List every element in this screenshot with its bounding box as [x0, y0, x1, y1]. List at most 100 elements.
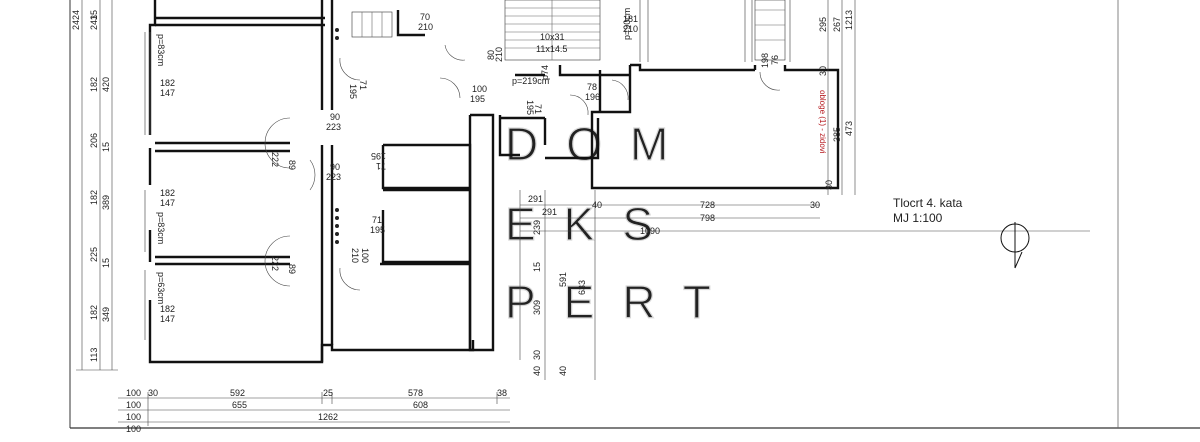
dim-left-2: 15 — [89, 10, 99, 20]
stair-step-label: 11x14.5 — [536, 44, 567, 54]
staircase — [351, 0, 786, 61]
bottom-dimension-lines — [118, 392, 510, 426]
door-width: 71 — [533, 104, 543, 114]
dim-middle: 309 — [532, 300, 542, 315]
dim-left-8: 389 — [101, 195, 111, 210]
door-width: 100 — [360, 248, 370, 263]
dim-left-13: 113 — [89, 348, 99, 362]
dim-left-5: 206 — [89, 133, 99, 148]
sill-label: p=219cm — [512, 76, 549, 86]
stair-step-label: 10x31 — [540, 32, 565, 42]
door-width: 78 — [587, 82, 597, 92]
dim-middle: 798 — [700, 213, 715, 223]
dim-bottom: 30 — [148, 388, 158, 398]
dim-left-10: 15 — [101, 258, 111, 268]
door-width: 71 — [372, 215, 382, 225]
dim-bottom: 1262 — [318, 412, 338, 422]
left-dimension-lines — [76, 0, 118, 371]
watermark-line-2: EKS — [505, 198, 681, 250]
dim-bottom: 655 — [232, 400, 247, 410]
dim-bottom: 38 — [497, 388, 507, 398]
plan-title: Tlocrt 4. kata — [893, 196, 963, 210]
dim-left-7: 182 — [89, 190, 99, 205]
dim-left-4: 182 — [89, 77, 99, 92]
door-width: 182 — [160, 304, 175, 314]
dim-right: 30 — [818, 66, 828, 76]
watermark-line-1: DOM — [505, 118, 696, 170]
middle-dimensions: 291 291 239 40 728 798 1090 30 15 591 63… — [528, 194, 820, 376]
dim-right: 385 — [832, 127, 842, 142]
dim-right: 30 — [824, 180, 834, 190]
dim-bottom: 100 — [126, 424, 141, 434]
dim-right: 1213 — [844, 10, 854, 30]
dim-bottom: 25 — [323, 388, 333, 398]
dim-middle: 633 — [577, 280, 587, 295]
dim-middle: 291 — [542, 207, 557, 217]
dim-left-total: 2424 — [71, 10, 81, 30]
dim-left-6: 15 — [101, 142, 111, 152]
dim-middle: 40 — [592, 200, 602, 210]
door-width: 71 — [376, 161, 386, 171]
middle-dimension-lines — [519, 0, 1090, 380]
watermark: DOM EKS PERT — [504, 117, 739, 328]
dim-middle: 30 — [532, 350, 542, 360]
plan-scale: MJ 1:100 — [893, 211, 943, 225]
window-sill-label: p=83cm — [156, 212, 166, 244]
dim-left-1: 243 — [89, 15, 99, 30]
door-height: 198 — [760, 53, 770, 68]
dim-middle: 40 — [532, 366, 542, 376]
door-width: 76 — [770, 55, 780, 65]
door-height: 147 — [160, 88, 175, 98]
door-height: 210 — [494, 47, 504, 62]
door-width: 182 — [160, 188, 175, 198]
dim-right: 267 — [832, 17, 842, 32]
door-height: 210 — [418, 22, 433, 32]
left-dimensions: 2424 243 15 420 182 206 15 182 389 225 1… — [71, 10, 111, 362]
dim-bottom: 592 — [230, 388, 245, 398]
right-dimensions: 1213 267 295 30 473 385 30 — [818, 10, 854, 190]
dim-middle: 30 — [810, 200, 820, 210]
dim-bottom: 100 — [126, 400, 141, 410]
door-height: 222 — [270, 256, 280, 271]
door-height: 147 — [160, 198, 175, 208]
door-width: 89 — [287, 264, 297, 274]
door-height: 222 — [270, 152, 280, 167]
dim-left-9: 225 — [89, 247, 99, 262]
balcony-label: obloge (1) - zidovi — [818, 90, 827, 154]
sill-label: p74 — [540, 65, 550, 80]
walls — [148, 0, 840, 364]
door-height: 195 — [371, 151, 386, 161]
door-width: 90 — [330, 162, 340, 172]
door-height: 195 — [348, 84, 358, 99]
dim-right: 473 — [844, 121, 854, 136]
dim-middle: 591 — [558, 272, 568, 287]
dim-bottom: 100 — [126, 412, 141, 422]
door-width: 70 — [420, 12, 430, 22]
dim-left-3: 420 — [101, 77, 111, 92]
door-width: 80 — [486, 50, 496, 60]
dim-middle: 40 — [558, 366, 568, 376]
dim-middle: 1090 — [640, 226, 660, 236]
watermark-line-3: PERT — [505, 276, 739, 328]
door-swings — [264, 44, 781, 291]
dim-bottom: 100 — [126, 388, 141, 398]
door-height: 223 — [326, 122, 341, 132]
dim-right: 295 — [818, 17, 828, 32]
dim-left-12: 182 — [89, 305, 99, 320]
windows — [144, 0, 791, 340]
door-width: 182 — [160, 78, 175, 88]
dim-left-11: 349 — [101, 307, 111, 322]
window-sill-label: p=63cm — [156, 272, 166, 304]
door-height: 195 — [470, 94, 485, 104]
door-width: 90 — [330, 112, 340, 122]
dim-bottom: 578 — [408, 388, 423, 398]
door-height: 196 — [585, 92, 600, 102]
window-sill-label: p=83cm — [156, 34, 166, 66]
north-arrow-icon — [1000, 222, 1030, 269]
door-height: 210 — [350, 248, 360, 263]
door-height: 210 — [623, 24, 638, 34]
bottom-dimensions: 100 30 592 25 578 38 100 655 608 100 126… — [126, 388, 507, 434]
dim-middle: 239 — [532, 220, 542, 235]
door-height: 195 — [525, 100, 535, 115]
